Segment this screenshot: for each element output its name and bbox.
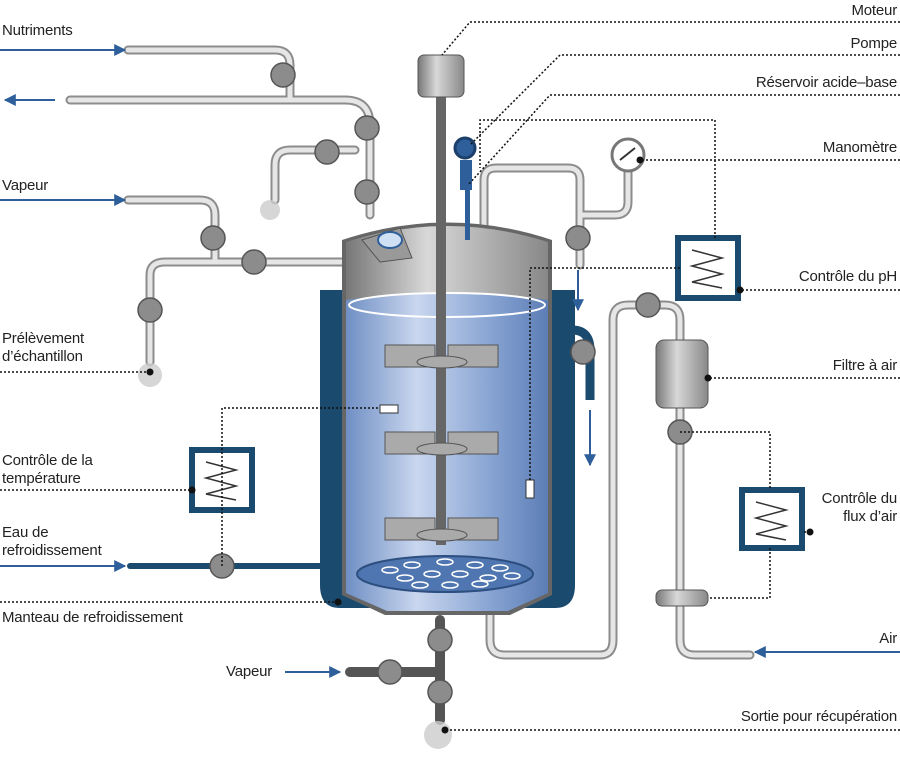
label-controle-ph: Contrôle du pH [798, 268, 897, 285]
label-prelevement-1: Prélèvement [2, 330, 85, 347]
label-filtre: Filtre à air [832, 357, 897, 374]
label-eau-1: Eau de [2, 524, 49, 541]
fermenter-vessel [342, 222, 552, 615]
label-vapeur-top: Vapeur [2, 177, 49, 194]
pump [453, 136, 477, 160]
agitator [384, 54, 499, 545]
label-moteur: Moteur [851, 2, 898, 19]
air-filter [655, 339, 709, 409]
label-eau-2: refroidissement [2, 542, 102, 559]
label-flux-2: flux d’air [843, 508, 897, 525]
sparger [356, 555, 534, 593]
label-temperature-1: Contrôle de la [2, 452, 93, 469]
label-nutriments: Nutriments [2, 22, 73, 39]
manometer [610, 137, 646, 173]
label-sortie: Sortie pour récupération [740, 708, 897, 725]
motor [417, 54, 465, 98]
label-pompe: Pompe [850, 35, 897, 52]
label-flux-1: Contrôle du [821, 490, 898, 507]
label-prelevement-2: d’échantillon [2, 348, 83, 365]
label-manteau: Manteau de refroidissement [2, 609, 183, 626]
label-air: Air [879, 630, 897, 647]
sight-glass [377, 231, 403, 249]
label-reservoir: Réservoir acide–base [755, 74, 897, 91]
label-manometre: Manomètre [822, 139, 897, 156]
valves [137, 62, 693, 705]
label-temperature-2: température [2, 470, 81, 487]
label-vapeur-bottom: Vapeur [226, 663, 273, 680]
